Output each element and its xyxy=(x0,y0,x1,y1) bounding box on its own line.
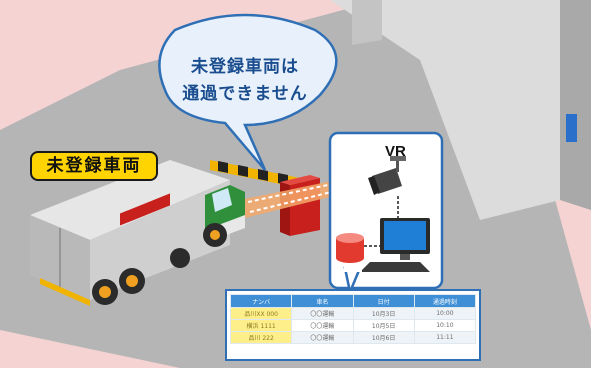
table-row: 品川 222 〇〇運輸 10月6日 11:11 xyxy=(229,331,477,344)
ground-corner xyxy=(0,330,180,368)
vr-panel xyxy=(328,131,444,297)
building xyxy=(330,0,560,220)
table-cell: 品川XX 000 xyxy=(229,307,293,320)
truck xyxy=(30,160,245,306)
unregistered-vehicle-label: 未登録車両 xyxy=(30,151,158,181)
speech-bubble-text: 未登録車両は 通過できません xyxy=(176,54,314,108)
table-cell: 横浜 1111 xyxy=(229,319,293,332)
table-cell: 10月3日 xyxy=(352,307,415,320)
table-cell: 〇〇運輸 xyxy=(291,331,354,344)
table-cell: 10月5日 xyxy=(352,319,415,332)
vr-label: VR xyxy=(385,143,406,160)
vehicle-log-table: ナンバ 車名 日付 通過時刻 品川XX 000 〇〇運輸 10月3日 10:00… xyxy=(229,294,477,344)
table-cell: 〇〇運輸 xyxy=(291,307,354,320)
monitor-icon xyxy=(360,218,430,272)
database-icon xyxy=(336,233,364,263)
column-header: 車名 xyxy=(291,294,354,308)
bubble-line-1: 未登録車両は xyxy=(191,57,299,77)
building-side xyxy=(560,0,591,210)
table-cell: 〇〇運輸 xyxy=(291,319,354,332)
table-row: 横浜 1111 〇〇運輸 10月5日 10:10 xyxy=(229,319,477,332)
speech-bubble xyxy=(158,13,338,171)
bubble-line-2: 通過できません xyxy=(182,84,308,104)
table-cell: 10:00 xyxy=(413,307,477,320)
building-window xyxy=(352,0,382,45)
gate-barrier xyxy=(210,160,300,188)
table-cell: 10:10 xyxy=(413,319,477,332)
building-light-icon xyxy=(566,114,577,142)
column-header: 通過時刻 xyxy=(413,294,477,308)
column-header: 日付 xyxy=(352,294,415,308)
table-row: 品川XX 000 〇〇運輸 10月3日 10:00 xyxy=(229,307,477,320)
table-cell: 品川 222 xyxy=(229,331,293,344)
camera-icon xyxy=(368,156,406,195)
column-header: ナンバ xyxy=(229,294,293,308)
table-cell: 10月6日 xyxy=(352,331,415,344)
table-cell: 11:11 xyxy=(413,331,477,344)
table-header-row: ナンバ 車名 日付 通過時刻 xyxy=(229,294,477,308)
